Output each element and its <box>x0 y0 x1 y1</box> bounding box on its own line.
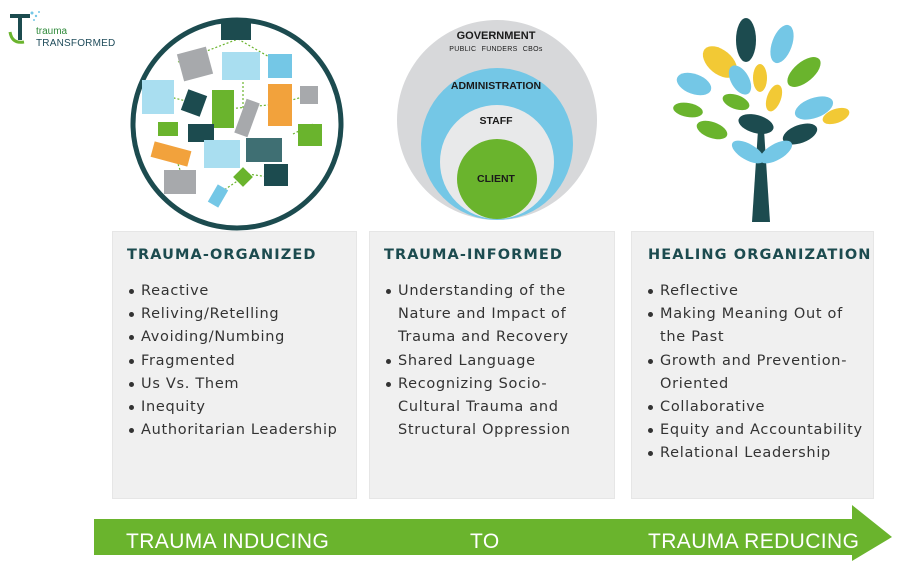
list-item: Inequity <box>127 396 350 419</box>
healing-organization-list: Reflective Making Meaning Out of the Pas… <box>646 280 867 466</box>
trauma-transformed-logo: trauma TRANSFORMED <box>6 8 115 52</box>
government-sublabel: PUBLIC FUNDERS CBOs <box>449 46 543 53</box>
list-item: Avoiding/Numbing <box>127 326 350 349</box>
list-item: Collaborative <box>646 396 867 419</box>
fragmented-network-illustration <box>130 17 344 231</box>
logo-text-transformed: TRANSFORMED <box>36 38 116 49</box>
concentric-circles-diagram <box>397 20 597 220</box>
list-item: Equity and Accountability <box>646 419 867 442</box>
list-item: Shared Language <box>384 350 608 373</box>
progression-arrow <box>94 505 892 561</box>
list-item: Authoritarian Leadership <box>127 419 350 442</box>
list-item: Reactive <box>127 280 350 303</box>
staff-label: STAFF <box>479 115 513 127</box>
logo-text-trauma: trauma <box>36 26 68 37</box>
trauma-informed-title: TRAUMA-INFORMED <box>384 247 564 263</box>
trauma-organized-list: Reactive Reliving/Retelling Avoiding/Num… <box>127 280 350 442</box>
list-item: Understanding of the Nature and Impact o… <box>384 280 608 350</box>
list-item: Reliving/Retelling <box>127 303 350 326</box>
client-label: CLIENT <box>477 173 515 185</box>
trauma-informed-panel: TRAUMA-INFORMED Understanding of the Nat… <box>370 232 614 498</box>
list-item: Recognizing Socio-Cultural Trauma and St… <box>384 373 608 443</box>
list-item: Reflective <box>646 280 867 303</box>
trauma-informed-list: Understanding of the Nature and Impact o… <box>384 280 608 442</box>
arrow-label-trauma-reducing: TRAUMA REDUCING <box>648 530 860 553</box>
client-circle <box>457 139 537 219</box>
list-item: Fragmented <box>127 350 350 373</box>
arrow-label-to: TO <box>470 530 500 553</box>
tree-leaves <box>673 18 850 164</box>
tree-trunk <box>752 130 770 222</box>
list-item: Us Vs. Them <box>127 373 350 396</box>
list-item: Making Meaning Out of the Past <box>646 303 867 349</box>
list-item: Growth and Prevention-Oriented <box>646 350 867 396</box>
trauma-organized-title: TRAUMA-ORGANIZED <box>127 247 317 263</box>
trauma-organized-panel: TRAUMA-ORGANIZED Reactive Reliving/Retel… <box>113 232 356 498</box>
arrow-label-trauma-inducing: TRAUMA INDUCING <box>126 530 330 553</box>
logo-mark-icon <box>8 11 40 44</box>
tree-illustration <box>673 18 850 222</box>
healing-organization-panel: HEALING ORGANIZATION Reflective Making M… <box>632 232 873 498</box>
healing-organization-title: HEALING ORGANIZATION <box>648 247 872 263</box>
list-item: Relational Leadership <box>646 442 867 465</box>
administration-label: ADMINISTRATION <box>450 80 542 92</box>
government-label: GOVERNMENT <box>456 30 536 42</box>
